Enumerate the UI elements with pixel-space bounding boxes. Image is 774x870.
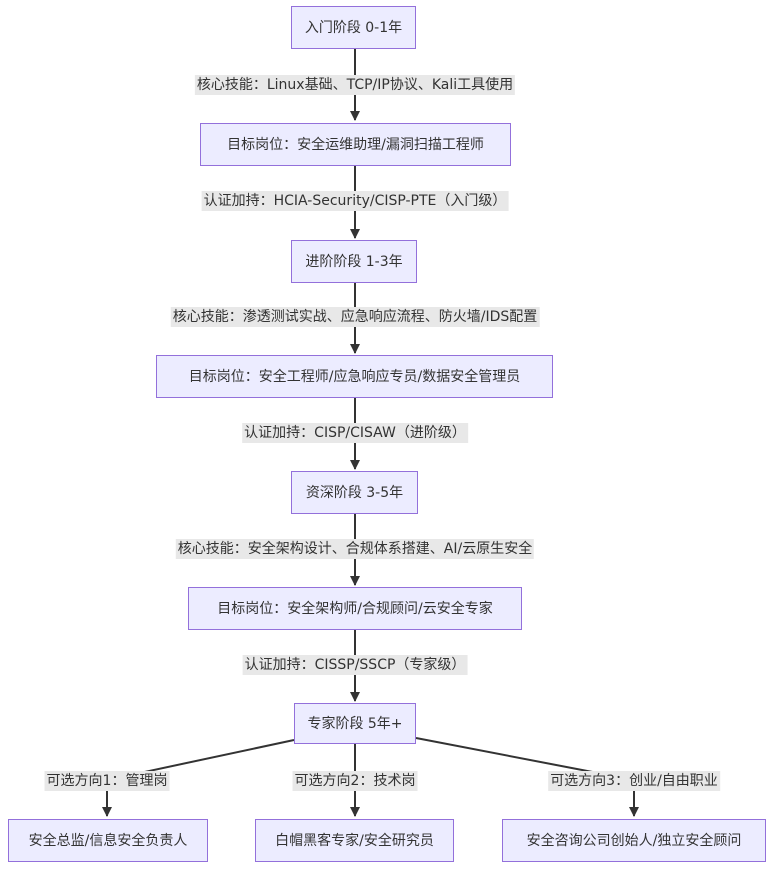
edge-label-cert-senior: 认证加持：CISSP/SSCP（专家级） [242, 655, 468, 675]
node-stage-advanced: 进阶阶段 1-3年 [291, 240, 417, 283]
edge-label-direction-1: 可选方向1：管理岗 [44, 771, 170, 791]
node-stage-senior: 资深阶段 3-5年 [291, 471, 418, 514]
edge-label-direction-2: 可选方向2：技术岗 [292, 771, 418, 791]
node-role-entry: 目标岗位：安全运维助理/漏洞扫描工程师 [200, 123, 511, 166]
edge-label-cert-entry: 认证加持：HCIA-Security/CISP-PTE（入门级） [201, 191, 509, 211]
node-stage-expert: 专家阶段 5年+ [294, 703, 416, 744]
node-direction-entrepreneur: 安全咨询公司创始人/独立安全顾问 [502, 819, 766, 862]
edge-label-core-skills-senior: 核心技能：安全架构设计、合规体系搭建、AI/云原生安全 [175, 539, 535, 559]
node-direction-technical: 白帽黑客专家/安全研究员 [255, 819, 454, 862]
edge-label-core-skills-advanced: 核心技能：渗透测试实战、应急响应流程、防火墙/IDS配置 [170, 307, 540, 327]
edge-label-core-skills-entry: 核心技能：Linux基础、TCP/IP协议、Kali工具使用 [194, 75, 516, 95]
node-role-senior: 目标岗位：安全架构师/合规顾问/云安全专家 [188, 587, 522, 630]
node-role-advanced: 目标岗位：安全工程师/应急响应专员/数据安全管理员 [156, 355, 553, 398]
node-direction-management: 安全总监/信息安全负责人 [8, 819, 208, 862]
edge-label-cert-advanced: 认证加持：CISP/CISAW（进阶级） [242, 423, 468, 443]
edge-label-direction-3: 可选方向3：创业/自由职业 [548, 771, 720, 791]
node-stage-entry: 入门阶段 0-1年 [291, 6, 416, 49]
